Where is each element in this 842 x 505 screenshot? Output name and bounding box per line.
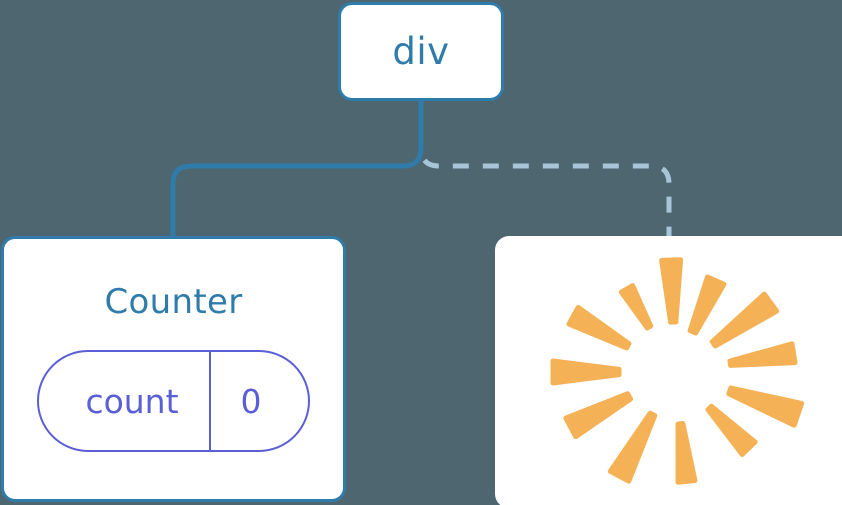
- sparkle-ray-5: [705, 403, 758, 457]
- node-sparkle[interactable]: [495, 236, 842, 505]
- node-div-label: div: [392, 30, 450, 73]
- sparkle-ray-2: [709, 291, 780, 349]
- sparkle-ray-3: [727, 341, 798, 368]
- state-pill-key: count: [85, 381, 179, 421]
- node-div[interactable]: div: [338, 2, 504, 101]
- sparkle-ray-12: [659, 257, 684, 325]
- sparkle-ray-7: [607, 410, 658, 484]
- sparkle-ray-6: [675, 420, 698, 485]
- node-counter[interactable]: Counter count 0: [1, 236, 346, 502]
- edge-div-to-sparkle: [418, 101, 672, 236]
- sparkle-ray-8: [563, 391, 633, 440]
- sparkle-ray-4: [726, 385, 805, 428]
- sparkle-ray-1: [687, 274, 727, 336]
- sparkle-burst-icon: [550, 257, 805, 485]
- edge-div-to-counter: [170, 98, 424, 239]
- node-counter-label: Counter: [104, 282, 243, 322]
- sparkle-ray-11: [618, 283, 654, 331]
- sparkle-ray-10: [566, 304, 632, 351]
- sparkle-ray-9: [550, 358, 622, 386]
- state-pill-value: 0: [240, 381, 262, 421]
- state-pill-count[interactable]: count 0: [37, 350, 310, 452]
- state-pill-divider: [208, 352, 211, 450]
